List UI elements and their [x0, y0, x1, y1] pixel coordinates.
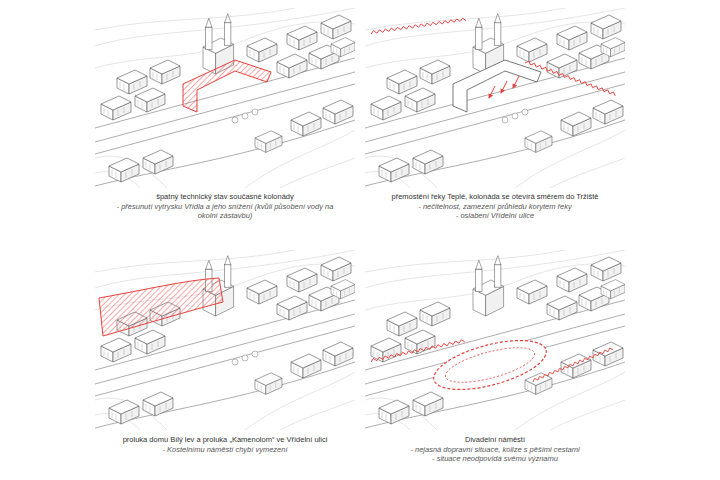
panel-colonnade	[95, 8, 355, 188]
red-arrow	[501, 81, 507, 93]
city-axonometry	[365, 250, 625, 430]
caption-heading: proluka domu Bílý lev a proluka „Kamenol…	[77, 435, 373, 445]
red-zigzag	[525, 60, 616, 96]
red-zigzag	[370, 339, 465, 362]
square-outline	[429, 331, 551, 400]
panel-square	[365, 250, 625, 430]
panel-gap	[95, 250, 355, 430]
caption-heading: špatný technický stav současné kolonády	[110, 192, 340, 202]
red-zigzag	[532, 347, 613, 382]
red-arrow	[489, 86, 495, 98]
caption-block: špatný technický stav současné kolonády-…	[110, 192, 340, 221]
caption-block: proluka domu Bílý lev a proluka „Kamenol…	[77, 435, 373, 454]
caption-note: - nejasná dopravní situace, kolize s pěš…	[364, 445, 626, 455]
red-arrow	[513, 76, 519, 88]
city-axonometry	[95, 8, 355, 188]
caption-note: - oslabení Vřídelní ulice	[364, 211, 626, 221]
caption-note: - situace neodpovídá svému významu	[364, 454, 626, 464]
caption-heading: Divadelní náměstí	[364, 435, 626, 445]
caption-note: - nečitelnost, zamezení průhledu korytem…	[364, 202, 626, 212]
city-axonometry	[365, 8, 625, 188]
red-zigzag	[371, 18, 466, 34]
caption-note: - přesunutí vytrysku Vřídla a jeho sníže…	[110, 202, 340, 221]
caption-heading: přemostění řeky Teplé, kolonáda se oteví…	[364, 192, 626, 202]
city-axonometry	[95, 250, 355, 430]
caption-note: - Kostelnímu náměstí chybí vymezení	[77, 445, 373, 455]
colonnade-highlight	[183, 60, 271, 112]
gap-highlight	[99, 278, 223, 336]
square-inner	[442, 341, 538, 390]
panel-bridge	[365, 8, 625, 188]
caption-block: Divadelní náměstí- nejasná dopravní situ…	[364, 435, 626, 464]
caption-block: přemostění řeky Teplé, kolonáda se oteví…	[364, 192, 626, 221]
colonnade-outline	[453, 60, 541, 112]
